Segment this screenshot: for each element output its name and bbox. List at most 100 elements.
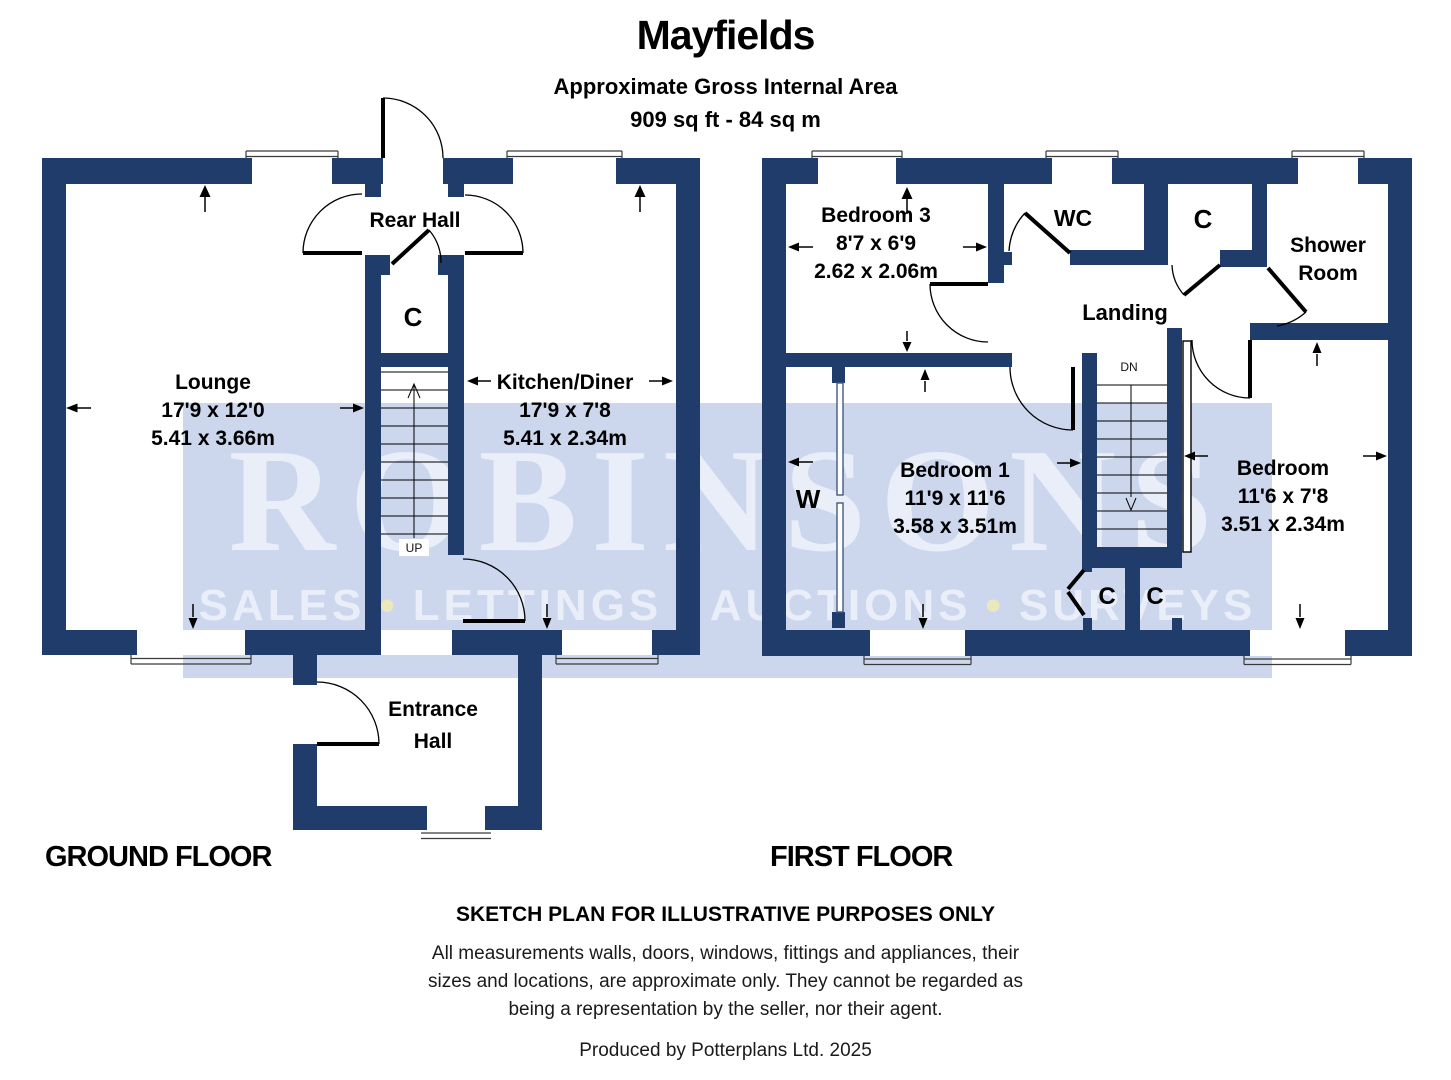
kitchen-rear-door [464,194,524,255]
wardrobe-sliding-panel [836,382,844,496]
ground-floor-doors [302,97,526,746]
watermark-service: LETTINGS [412,581,663,630]
window [1052,158,1112,184]
bedroom3-door [929,282,989,343]
window [562,630,652,655]
wall-segment [365,353,464,367]
watermark-dot: • [379,581,399,630]
cupboard-door [390,228,442,266]
stair-handrail [1182,340,1192,553]
door-swing-arc [929,283,989,343]
bedroom2-door [1191,339,1252,399]
window [513,158,616,184]
door-swing-arc [316,681,380,745]
wall-segment [965,630,1250,656]
dimension-arrows [66,185,673,629]
wall-segment [652,630,700,655]
dimension-arrow-stems [799,198,1376,617]
wall-segment [332,158,383,184]
room-size-metric: 5.41 x 3.66m [151,427,275,450]
door-leaf [390,228,431,266]
wall-segment [378,255,390,275]
room-size-imperial: 11'9 x 11'6 [904,487,1005,510]
stair-direction-label: DN [1120,360,1137,374]
wall-segment [1083,618,1092,632]
disclaimer-line: being a representation by the seller, no… [508,999,943,1020]
wall-segment [448,184,464,197]
wall-segment [293,655,317,685]
room-label-cupboard-left: C [1098,583,1115,610]
watermark-service: SALES [198,581,366,630]
wall-segment [1388,158,1412,656]
door-swing-arc [462,558,526,622]
room-label-entrance-hall: Entrance [388,698,478,721]
door-swing-arc [1276,311,1307,327]
wall-segment [676,158,700,655]
wall-segment [1345,630,1412,656]
wall-segment [1220,250,1252,267]
wc-door [1008,211,1072,255]
wall-segment [1082,547,1182,568]
wall-segment [988,184,1004,283]
window-sill [811,150,1365,666]
disclaimer-line: All measurements walls, doors, windows, … [431,943,1020,964]
window [818,158,896,184]
entrance-kitchen-door [462,558,526,623]
room-label-shower-room: Shower [1290,234,1366,257]
disclaimer-line: sizes and locations, are approximate onl… [428,971,1023,992]
window [1298,158,1358,184]
staircase-down: DN [1097,340,1192,553]
room-label-bedroom3: Bedroom 3 [821,204,931,227]
room-size-imperial: 17'9 x 12'0 [161,399,264,422]
room-size-metric: 5.41 x 2.34m [503,427,627,450]
dimension-arrows [788,187,1387,629]
first-floor-doors [929,211,1308,617]
stair-direction-arrowhead [1125,497,1137,512]
room-label-shower-room: Room [1298,262,1358,285]
window [1250,630,1345,656]
ground-floor-caption: GROUND FLOOR [45,841,272,873]
ground-floor-walls [42,158,700,830]
shower-room-door [1266,266,1308,327]
room-label-wc: WC [1054,205,1092,231]
room-label-lounge: Lounge [175,371,251,394]
watermark-brand: ROBINSONS [228,419,1227,583]
window-sill [130,150,659,840]
door-swing-arc [1008,212,1026,252]
wall-segment [1004,252,1012,265]
room-label-kitchen-diner: Kitchen/Diner [497,371,634,394]
door-swing-arc [1171,264,1185,296]
wall-segment [42,158,252,184]
room-label-landing: Landing [1082,300,1168,325]
wall-segment [1070,250,1168,265]
wall-segment [762,353,1012,367]
bedroom1-door [1009,366,1075,431]
first-floor-walls [762,158,1412,656]
front-door-opening [427,806,485,830]
gross-area: 909 sq ft - 84 sq m [630,107,821,132]
room-size-imperial: 8'7 x 6'9 [836,232,916,255]
door-swing-arc [464,194,524,254]
stair-label-box [399,539,429,556]
wall-segment [485,806,542,830]
first-floor-caption: FIRST FLOOR [770,841,953,873]
door-leaf [1182,263,1222,297]
wall-segment [1112,158,1298,184]
rear-door [381,97,444,159]
window [137,630,245,655]
room-label-cupboard: C [404,302,423,332]
wall-segment [762,158,786,656]
disclaimer-text: All measurements walls, doors, windows, … [0,940,1451,1024]
room-size-imperial: 17'9 x 7'8 [519,399,611,422]
staircase-up: UP [381,371,448,556]
wall-segment [1250,323,1388,340]
doorway-opening [381,630,452,655]
room-size-metric: 2.62 x 2.06m [814,260,938,283]
room-size-metric: 3.51 x 2.34m [1221,513,1345,536]
wall-segment [832,367,845,383]
doorway-opening [1012,250,1070,265]
wall-segment [1125,568,1140,632]
watermark-dot: • [985,581,1005,630]
dimension-arrow-stems [77,196,662,617]
room-label-wardrobe: W [796,484,821,514]
